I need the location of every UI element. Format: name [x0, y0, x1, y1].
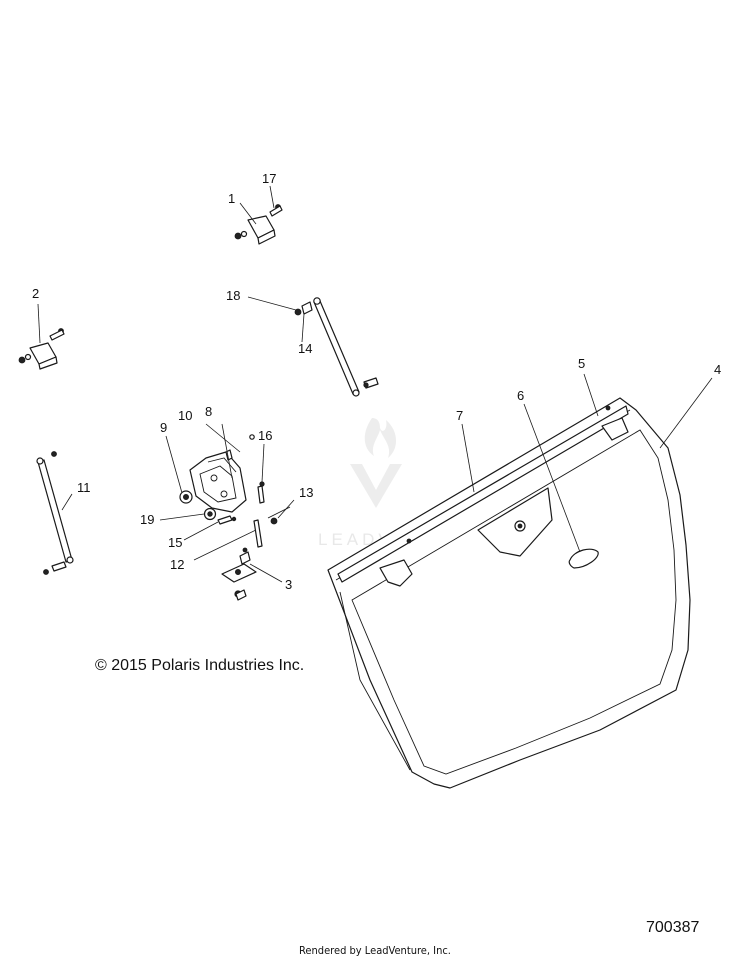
part-2-hinge-bracket	[18, 328, 65, 370]
leader-lines	[37, 185, 713, 583]
render-credit: Rendered by LeadVenture, Inc.	[299, 944, 451, 957]
callout-18: 18	[226, 288, 240, 303]
callout-4: 4	[714, 362, 721, 377]
callout-16: 16	[258, 428, 272, 443]
part-3-latch-plate	[221, 547, 257, 601]
callout-8: 8	[205, 404, 212, 419]
part-10-mount-bracket	[179, 434, 291, 548]
callout-14: 14	[298, 341, 312, 356]
copyright-notice: © 2015 Polaris Industries Inc.	[95, 657, 305, 674]
callout-5: 5	[578, 356, 585, 371]
callout-2: 2	[32, 286, 39, 301]
diagram-id: 700387	[646, 919, 700, 936]
callout-7: 7	[456, 408, 463, 423]
callout-1: 1	[228, 191, 235, 206]
callout-17: 17	[262, 171, 276, 186]
callout-3: 3	[285, 577, 292, 592]
callout-15: 15	[168, 535, 182, 550]
callout-6: 6	[517, 388, 524, 403]
callout-19: 19	[140, 512, 154, 527]
part-11-strut	[36, 451, 74, 575]
callout-9: 9	[160, 420, 167, 435]
part-1-hinge-bracket	[234, 204, 283, 245]
part-4-glass-door	[327, 397, 691, 789]
callout-10: 10	[178, 408, 192, 423]
part-14-strut	[294, 297, 379, 397]
callout-labels: 1 2 3 4 5 6 7 8 9 10 11 12 13 14 15 16 1…	[32, 171, 721, 592]
callout-12: 12	[170, 557, 184, 572]
callout-11: 11	[77, 480, 91, 495]
callout-13: 13	[299, 485, 313, 500]
